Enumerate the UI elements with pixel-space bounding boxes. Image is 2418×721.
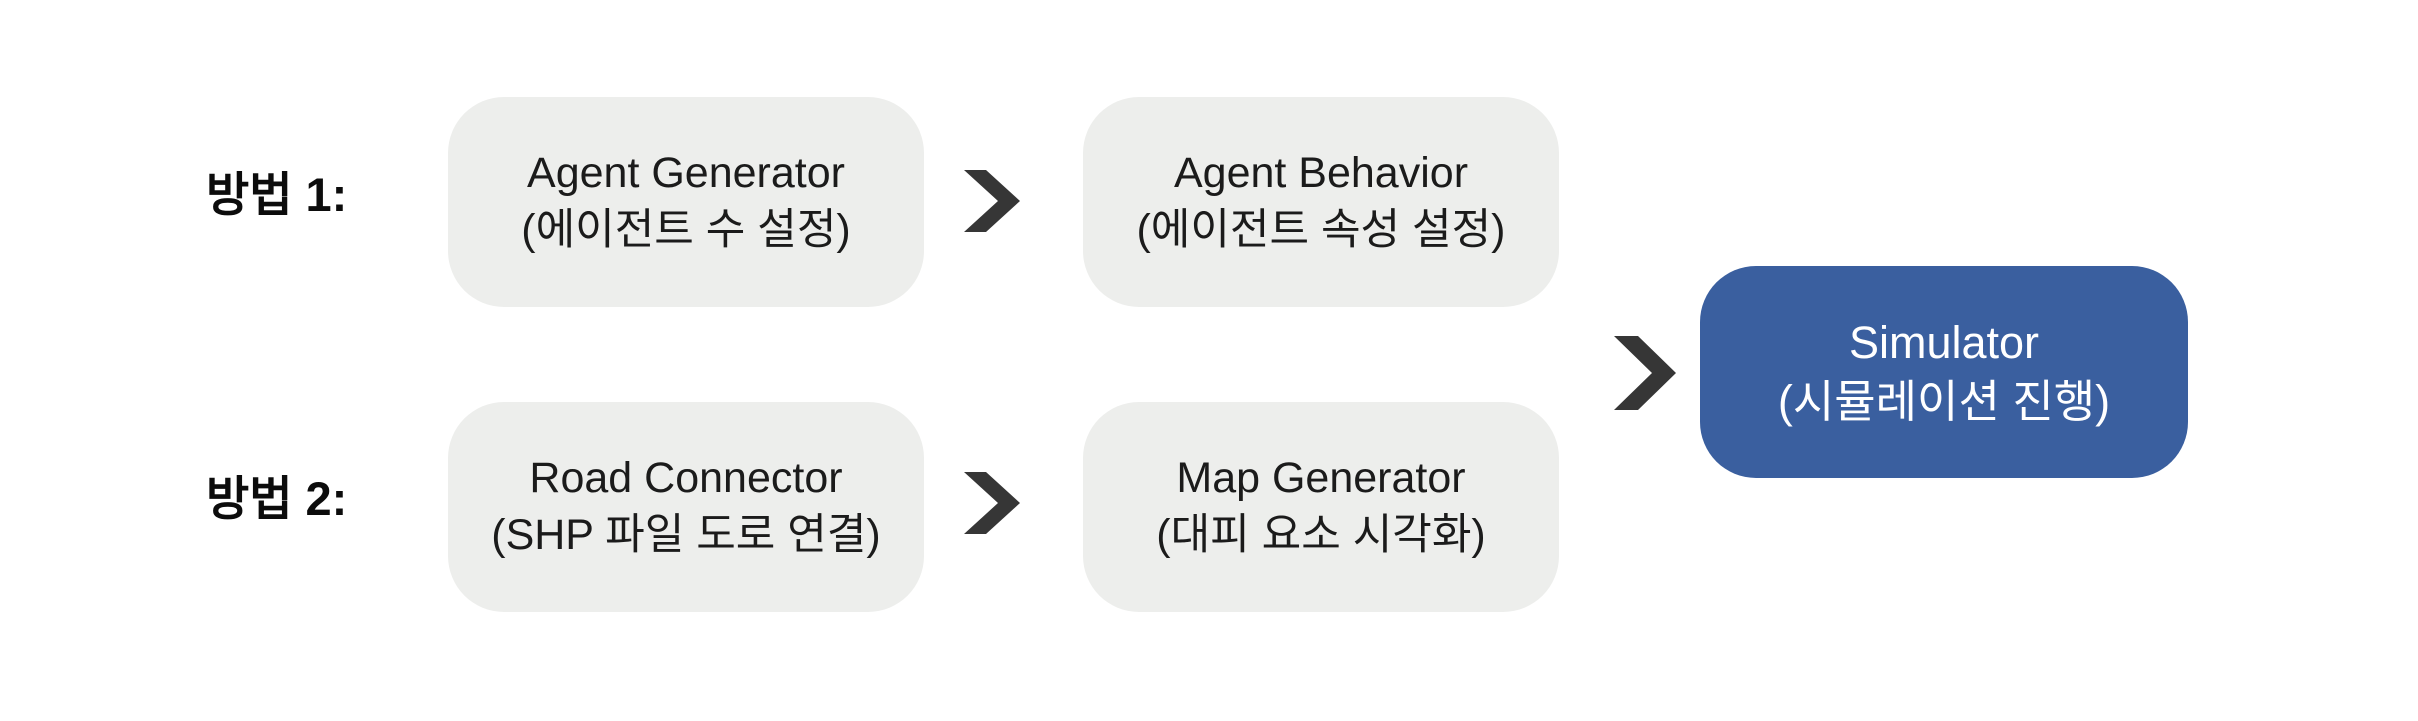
method-2-label: 방법 2: <box>206 472 348 525</box>
simulator-title: Simulator <box>1848 317 2040 368</box>
simulator-box: Simulator (시뮬레이션 진행) <box>1700 266 2188 478</box>
chevron-right-icon <box>1614 336 1676 410</box>
map-generator-box: Map Generator (대피 요소 시각화) <box>1083 402 1559 612</box>
road-connector-box: Road Connector (SHP 파일 도로 연결) <box>448 402 924 612</box>
method-1-label: 방법 1: <box>206 168 348 221</box>
chevron-right-icon <box>964 170 1020 232</box>
agent-behavior-box: Agent Behavior (에이전트 속성 설정) <box>1083 97 1559 307</box>
agent-generator-box: Agent Generator (에이전트 수 설정) <box>448 97 924 307</box>
map-generator-title: Map Generator <box>1176 454 1466 502</box>
map-generator-subtitle: (대피 요소 시각화) <box>1156 511 1486 559</box>
agent-behavior-subtitle: (에이전트 속성 설정) <box>1136 206 1506 254</box>
chevron-right-icon <box>964 472 1020 534</box>
agent-generator-subtitle: (에이전트 수 설정) <box>521 206 851 254</box>
agent-behavior-title: Agent Behavior <box>1173 149 1469 197</box>
road-connector-title: Road Connector <box>529 454 843 502</box>
simulator-subtitle: (시뮬레이션 진행) <box>1777 376 2111 427</box>
road-connector-subtitle: (SHP 파일 도로 연결) <box>491 511 881 559</box>
agent-generator-title: Agent Generator <box>527 149 845 197</box>
